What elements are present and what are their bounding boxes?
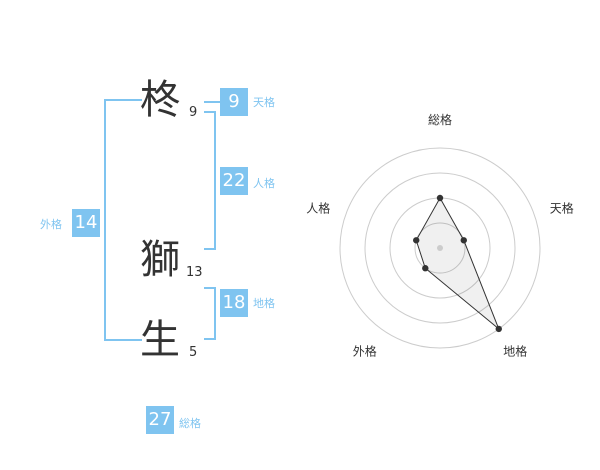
radar-ring-4 <box>339 147 541 349</box>
gaikaku-bracket <box>104 99 142 341</box>
radar-point-2 <box>495 325 502 333</box>
radar-center <box>437 245 443 251</box>
gaikaku-value: 14 <box>72 209 100 237</box>
radar-axis-label-3: 外格 <box>353 344 377 359</box>
tenkaku-connector <box>204 101 222 103</box>
radar-polygon <box>415 196 500 330</box>
chikaku-label: 地格 <box>253 297 275 310</box>
gaikaku-label: 外格 <box>40 218 62 231</box>
radar-ring-1 <box>414 222 466 274</box>
radar-ring-3 <box>364 172 516 324</box>
jinkaku-bracket <box>204 111 216 250</box>
radar-point-3 <box>422 265 429 272</box>
stroke-count-1: 9 <box>189 105 198 120</box>
jinkaku-label: 人格 <box>253 177 275 190</box>
soukaku-value: 27 <box>146 406 174 434</box>
name-char-2: 獅 <box>140 237 180 283</box>
name-char-1: 柊 <box>140 77 180 123</box>
radar-axis-label-1: 天格 <box>550 200 574 215</box>
radar-point-0 <box>436 194 444 202</box>
name-char-3: 生 <box>140 317 180 363</box>
chikaku-bracket <box>204 287 216 340</box>
radar-point-1 <box>460 237 467 244</box>
jinkaku-value: 22 <box>220 167 248 195</box>
chikaku-value: 18 <box>220 289 248 317</box>
radar-axis-label-0: 総格 <box>428 112 452 127</box>
tenkaku-value: 9 <box>220 88 248 116</box>
stroke-count-3: 5 <box>189 345 198 360</box>
radar-point-4 <box>413 237 420 244</box>
stroke-count-2: 13 <box>186 265 203 280</box>
soukaku-label: 総格 <box>179 417 201 430</box>
radar-axis-label-4: 人格 <box>306 200 330 215</box>
tenkaku-label: 天格 <box>253 96 275 109</box>
radar-axis-label-2: 地格 <box>503 344 527 359</box>
